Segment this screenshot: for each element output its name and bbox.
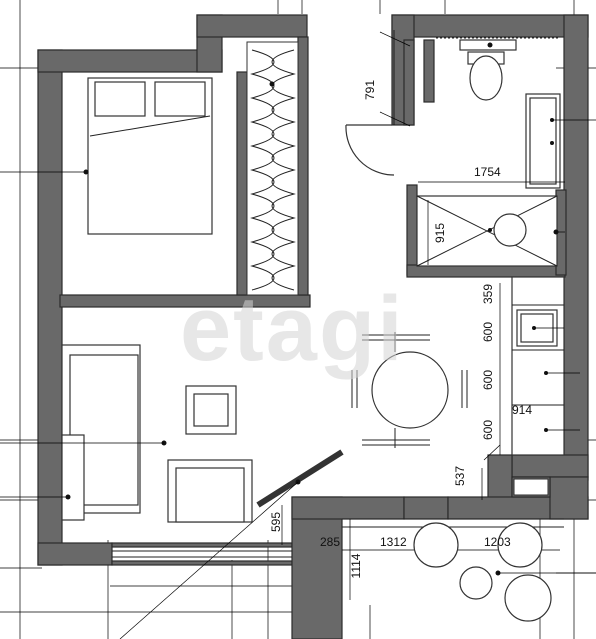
bathroom xyxy=(345,30,596,267)
dim-1203: 1203 xyxy=(484,535,511,549)
balcony xyxy=(342,518,596,639)
kitchen xyxy=(499,276,580,456)
dim-1114: 1114 xyxy=(349,553,363,578)
dim-600-c: 600 xyxy=(481,420,495,440)
living-room xyxy=(0,344,292,558)
wardrobe xyxy=(246,41,299,296)
dim-915: 915 xyxy=(433,223,447,243)
dim-914: 914 xyxy=(512,403,532,417)
dim-537: 537 xyxy=(453,466,467,486)
bedroom xyxy=(0,77,213,235)
dim-595: 595 xyxy=(269,512,283,532)
dining-area xyxy=(351,332,468,448)
watermark-text: etagi xyxy=(180,278,405,380)
dim-1754: 1754 xyxy=(474,165,501,179)
dimension-labels: 791 1754 915 359 600 600 914 600 537 595… xyxy=(269,80,532,579)
walls xyxy=(37,14,589,639)
dim-600-b: 600 xyxy=(481,370,495,390)
entrance-door xyxy=(119,444,501,639)
dim-1312: 1312 xyxy=(380,535,407,549)
dim-791: 791 xyxy=(363,80,377,100)
dim-600-a: 600 xyxy=(481,322,495,342)
dim-359: 359 xyxy=(481,284,495,304)
dim-285: 285 xyxy=(320,535,340,549)
